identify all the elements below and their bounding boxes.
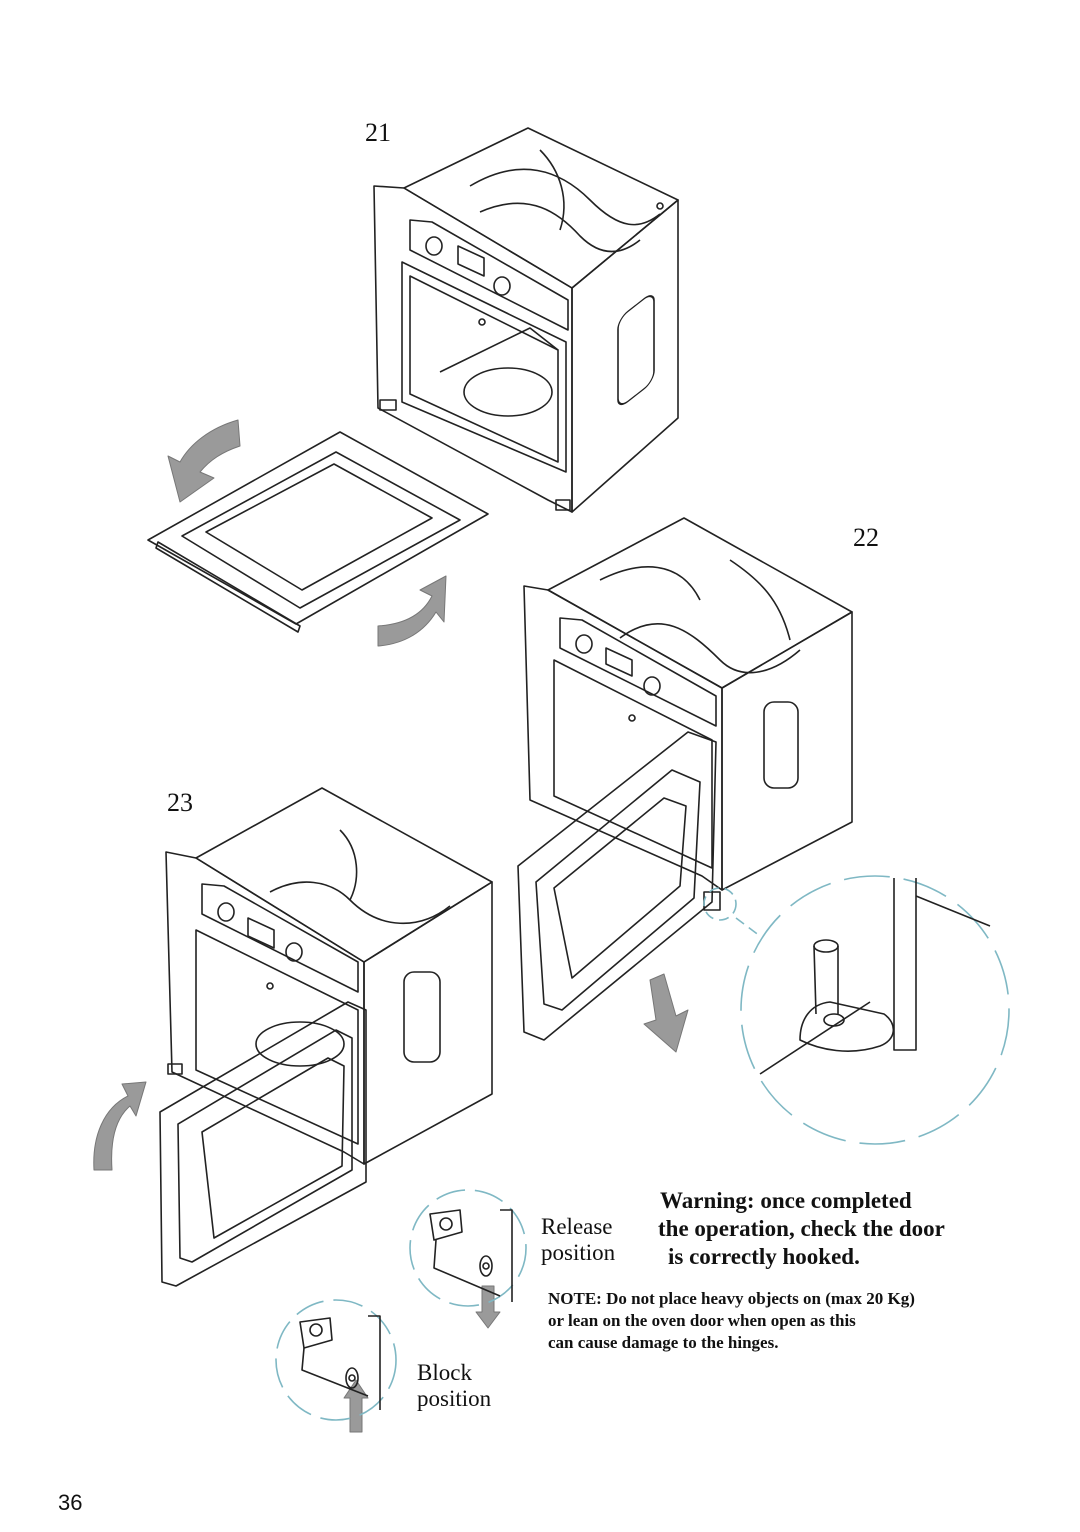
step-number-22: 22	[853, 523, 879, 552]
removed-door	[147, 431, 489, 633]
step-number-21: 21	[365, 118, 391, 147]
page-number: 36	[58, 1490, 83, 1515]
step-number-23: 23	[167, 788, 193, 817]
release-position-label: Release position	[541, 1214, 616, 1265]
release-position-detail	[409, 1189, 527, 1307]
note-text: NOTE: Do not place heavy objects on (max…	[548, 1289, 915, 1352]
oven-step23	[159, 787, 493, 1287]
warning-text: Warning: once completed the operation, c…	[658, 1188, 945, 1269]
oven-step22	[517, 517, 853, 1041]
rotation-arrows	[93, 419, 689, 1433]
oven-step21	[373, 127, 679, 513]
hinge-detail-zoom	[703, 875, 1010, 1145]
block-position-detail	[275, 1299, 397, 1421]
block-position-label: Block position	[417, 1360, 492, 1411]
